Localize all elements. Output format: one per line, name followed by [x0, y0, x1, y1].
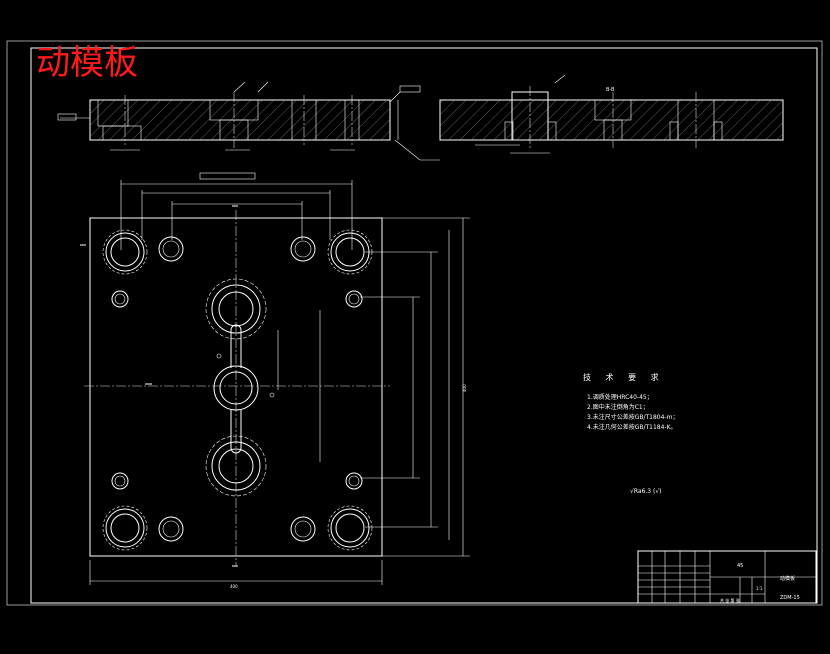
- cavity-center: [213, 365, 259, 411]
- tb-material: 45: [737, 563, 743, 569]
- screw-hole-3: [111, 472, 129, 490]
- guide-hole-tl: [102, 229, 148, 275]
- pin-hole-1: [158, 236, 184, 262]
- cavity-top: [205, 278, 267, 340]
- tech-req-item-1: 1.调质处理HRC40-45；: [587, 393, 653, 401]
- tech-requirements: 技 术 要 求 1.调质处理HRC40-45； 2.图中未注倒角为C1； 3.未…: [583, 372, 678, 495]
- section-label-bb: B-B: [606, 87, 615, 93]
- tech-req-item-2: 2.图中未注倒角为C1；: [587, 403, 649, 411]
- tb-scale: 1:1: [756, 586, 763, 591]
- pin-hole-4: [290, 516, 316, 542]
- tb-part-name: 动模板: [780, 575, 795, 582]
- runner-slot: [230, 324, 242, 454]
- pin-hole-2: [290, 236, 316, 262]
- tech-req-item-3: 3.未注尺寸公差按GB/T1804-m；: [587, 413, 678, 421]
- guide-hole-br: [327, 505, 373, 551]
- screw-hole-4: [345, 472, 363, 490]
- tech-req-item-4: 4.未注几何公差按GB/T1184-K。: [587, 423, 677, 431]
- cavity-bottom: [205, 435, 267, 497]
- section-view-bb: B-B: [439, 86, 784, 154]
- plan-view: 400 400: [80, 172, 470, 589]
- drawing-title: 动模板: [36, 43, 138, 83]
- drawing-border: [30, 47, 818, 604]
- tb-drawing-no: ZDM-15: [780, 595, 800, 601]
- section-view-top: [57, 74, 566, 161]
- title-block: 45 动模板 ZDM-15 1:1 共 张 第 张: [637, 550, 817, 604]
- height-dimension: 400: [462, 384, 467, 392]
- guide-hole-tr: [327, 229, 373, 275]
- width-dimension: 400: [230, 584, 238, 589]
- tech-req-heading: 技 术 要 求: [583, 372, 665, 382]
- pin-hole-3: [158, 516, 184, 542]
- screw-hole-2: [345, 290, 363, 308]
- roughness-note: √Ra6.3 (√): [630, 488, 662, 495]
- outer-frame: [6, 40, 823, 606]
- guide-hole-bl: [102, 505, 148, 551]
- tb-sheet: 共 张 第 张: [720, 597, 740, 603]
- screw-hole-1: [111, 290, 129, 308]
